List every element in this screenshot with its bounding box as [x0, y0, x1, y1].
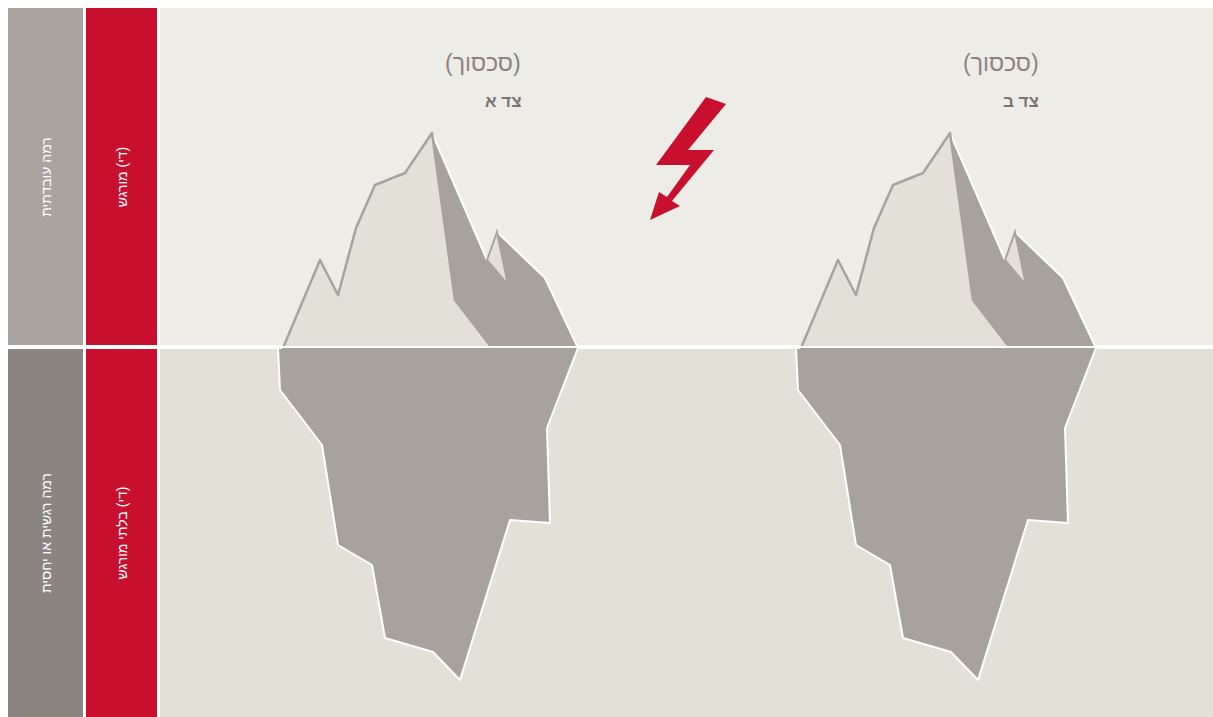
- side-label: צד א: [485, 92, 522, 112]
- waterline: [160, 346, 1213, 348]
- band-label: רמה רגשית או יחסית: [38, 473, 54, 593]
- band-label: (די) מורגש: [114, 146, 130, 207]
- visibility-band: (די) מורגש: [86, 8, 157, 345]
- lightning-symbol: [650, 97, 726, 220]
- band-label: (די) בלתי מורגש: [114, 487, 130, 580]
- level-band: רמה רגשית או יחסית: [8, 349, 83, 717]
- band-label: רמה עובדתית: [38, 137, 54, 217]
- side-label: צד ב: [1003, 92, 1039, 112]
- iceberg-shape: [796, 133, 1096, 680]
- conflict-label: (סכסוך): [963, 50, 1039, 77]
- visibility-band: (די) בלתי מורגש: [86, 349, 157, 717]
- level-band: רמה עובדתית: [8, 8, 83, 345]
- iceberg-shape: [278, 133, 578, 680]
- iceberg-node: (סכסוך) צד א: [280, 40, 580, 690]
- conflict-label: (סכסוך): [445, 50, 521, 77]
- iceberg-node: (סכסוך) צד ב: [798, 40, 1098, 690]
